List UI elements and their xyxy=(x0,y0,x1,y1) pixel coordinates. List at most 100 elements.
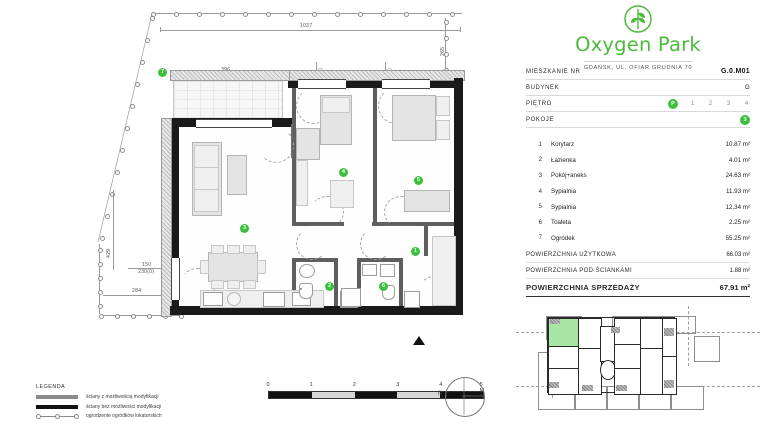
room-number: 6 xyxy=(538,219,542,226)
floor-option-1[interactable]: 1 xyxy=(690,100,695,107)
room-name: Korytarz xyxy=(551,141,575,149)
brand-address: GDAŃSK, UL. OFIAR GRUDNIA 70 xyxy=(583,61,693,71)
legend: LEGENDA ściany z możliwością modyfikacji… xyxy=(36,384,246,422)
apartment-meta: MIESZKANIE NR G.0.M01 BUDYNEK G PIĘTRO P… xyxy=(526,64,750,128)
building-value: G xyxy=(744,84,750,91)
floor-selector[interactable]: P 1 2 3 4 xyxy=(668,98,750,109)
room-badge-4[interactable]: 4 xyxy=(339,168,348,177)
toilet-icon xyxy=(299,283,313,299)
apartment-value: G.0.M01 xyxy=(721,68,750,75)
total-value: 67.91 m² xyxy=(719,283,750,292)
brand-logo: Oxygen Park GDAŃSK, UL. OFIAR GRUDNIA 70 xyxy=(516,4,760,74)
dining-chair xyxy=(200,260,209,274)
sink-icon xyxy=(227,292,241,306)
dining-table xyxy=(208,252,258,282)
scale-tick: 4 xyxy=(439,382,443,388)
room-badge-7[interactable]: 7 xyxy=(158,68,167,77)
dim-left-garden: 429 xyxy=(106,248,112,258)
window-bedroom4 xyxy=(298,79,346,89)
dining-chair xyxy=(243,245,256,254)
floor-option-3[interactable]: 3 xyxy=(726,100,731,107)
compass-rose-icon: N xyxy=(438,372,488,420)
legend-label: ogrodzenie ogródków lokatorskich xyxy=(86,413,162,419)
dim-door-h: 230(0) xyxy=(138,269,155,275)
apartment-unit[interactable] xyxy=(548,346,580,370)
washbasin-icon xyxy=(299,264,315,278)
apartment-unit[interactable] xyxy=(662,318,677,358)
legend-label: ściany bez możliwości modyfikacji xyxy=(86,403,162,410)
coffee-table xyxy=(227,155,247,195)
apartment-unit[interactable] xyxy=(614,344,642,370)
washing-machine-icon xyxy=(380,264,395,277)
floor-option-4[interactable]: 4 xyxy=(744,100,749,107)
scale-tick: 3 xyxy=(396,382,400,388)
bed xyxy=(392,95,436,141)
shower-icon xyxy=(300,288,302,290)
dining-chair xyxy=(257,260,266,274)
meta-row-building: BUDYNEK G xyxy=(526,80,750,96)
floor-option-2[interactable]: 2 xyxy=(708,100,713,107)
room-name: Toaleta xyxy=(551,219,571,227)
building-label: BUDYNEK xyxy=(526,84,560,91)
dim-top-overall: 1037 xyxy=(300,23,313,29)
apartment-unit[interactable] xyxy=(662,356,677,395)
apartment-unit[interactable] xyxy=(578,318,602,350)
site-parcel xyxy=(694,336,720,362)
room-area: 12.34 m² xyxy=(725,203,750,211)
room-area: 2.25 m² xyxy=(729,219,750,227)
window-living-north xyxy=(196,119,272,128)
building-outline xyxy=(547,317,549,393)
room-row: 5 Sypialnia 12.34 m² xyxy=(526,199,750,215)
shaft-block xyxy=(549,382,559,388)
usable-label: POWIERZCHNIA UŻYTKOWA xyxy=(526,251,617,258)
entrance-arrow-icon xyxy=(413,336,425,345)
legend-item: ściany bez możliwości modyfikacji xyxy=(36,403,246,411)
scale-segment xyxy=(397,392,441,398)
dim-door-w: 150 xyxy=(142,262,152,268)
apartment-label: MIESZKANIE NR xyxy=(526,68,581,75)
dining-chair xyxy=(211,245,224,254)
floor-plan-drawing: 1037 396 160 230(0) 429 284 150 230(0) 1… xyxy=(97,11,465,345)
area-summary: POWIERZCHNIA UŻYTKOWA 66.03 m² POWIERZCH… xyxy=(526,247,750,297)
room-badge-3[interactable]: 3 xyxy=(240,224,249,233)
room-number: 2 xyxy=(538,157,542,164)
floor-option-p[interactable]: P xyxy=(668,98,678,109)
room-badge-1[interactable]: 1 xyxy=(411,247,420,256)
legend-swatch-fixed-walls xyxy=(36,404,78,409)
meta-row-rooms: POKOJE 3 xyxy=(526,112,750,128)
summary-row-walls: POWIERZCHNIA POD ŚCIANKAMI 1.88 m² xyxy=(526,263,750,279)
room-badge-2[interactable]: 2 xyxy=(325,282,334,291)
apartment-unit[interactable] xyxy=(640,318,664,350)
dining-chair xyxy=(227,280,240,289)
room-name: Sypialnia xyxy=(551,203,577,211)
shaft-block xyxy=(582,385,593,391)
scale-segment xyxy=(269,392,312,398)
room-name: Sypialnia xyxy=(551,188,577,196)
fridge-icon xyxy=(203,292,223,306)
apartment-unit[interactable] xyxy=(640,348,664,395)
room-area: 24.63 m² xyxy=(725,172,750,180)
rooms-count-badge: 3 xyxy=(740,114,750,125)
dining-chair xyxy=(227,245,240,254)
room-number: 5 xyxy=(538,204,542,211)
room-row: 1 Korytarz 10.87 m² xyxy=(526,137,750,153)
scale-tick: 0 xyxy=(266,382,270,388)
dresser xyxy=(330,180,354,208)
wardrobe xyxy=(432,236,456,306)
rooms-label: POKOJE xyxy=(526,116,554,123)
room-badge-6[interactable]: 6 xyxy=(379,282,388,291)
room-badge-5[interactable]: 5 xyxy=(414,176,423,185)
room-row: 7 Ogródek 55.25 m² xyxy=(526,231,750,247)
scale-tick: 2 xyxy=(352,382,356,388)
meta-row-floor: PIĘTRO P 1 2 3 4 xyxy=(526,96,750,112)
desk xyxy=(296,128,320,160)
wardrobe xyxy=(404,190,450,212)
room-number: 3 xyxy=(538,172,542,179)
total-label: POWIERZCHNIA SPRZEDAŻY xyxy=(526,283,640,292)
legend-item: ogrodzenie ogródków lokatorskich xyxy=(36,412,246,420)
shaft-block xyxy=(550,319,560,324)
scale-tick: 1 xyxy=(309,382,313,388)
legend-item: ściany z możliwością modyfikacji xyxy=(36,393,246,401)
room-name: Pokój+aneks xyxy=(551,172,587,180)
